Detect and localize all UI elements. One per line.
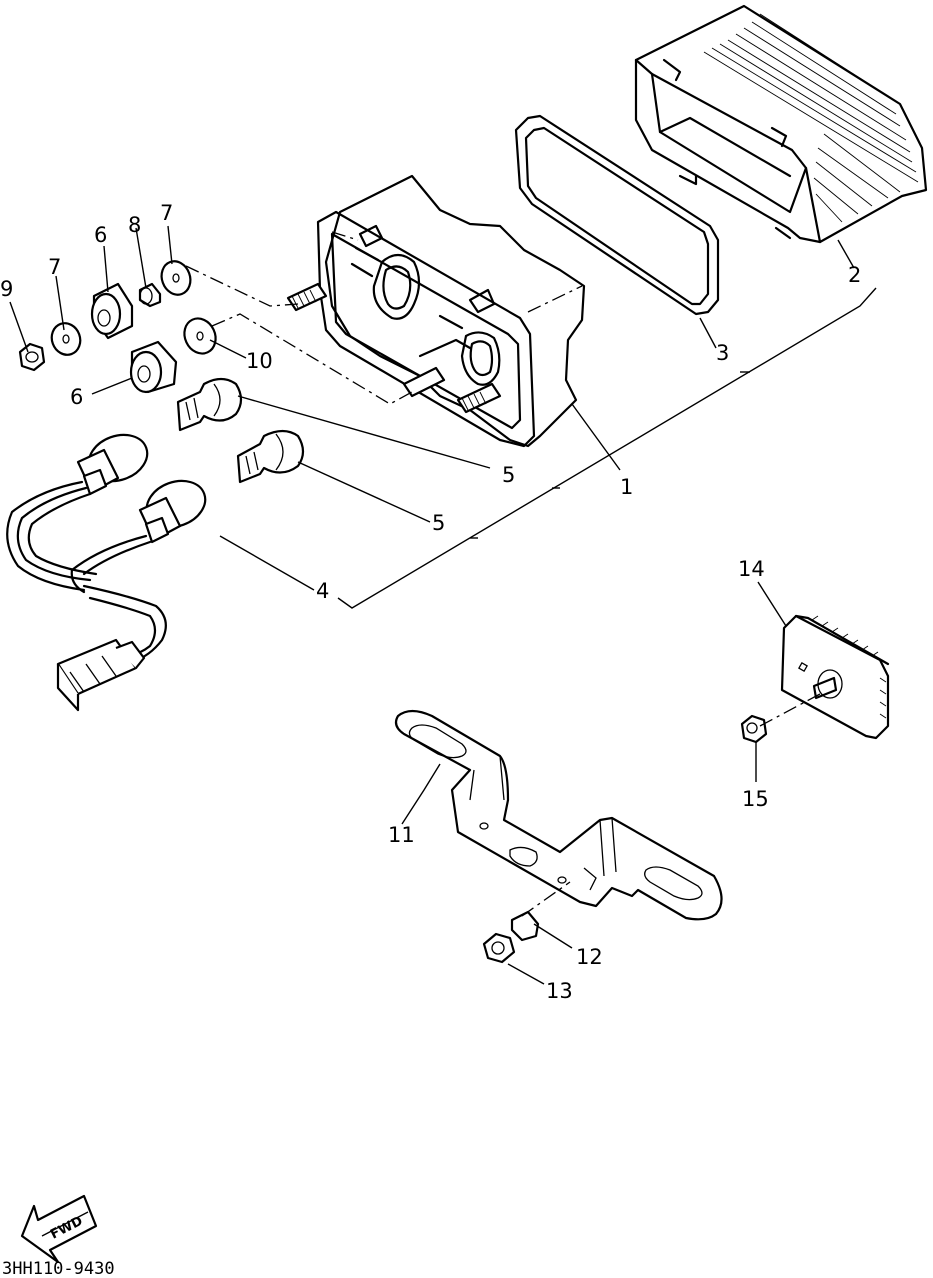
callout-8: 8 bbox=[128, 213, 141, 237]
socket-harness-part-4 bbox=[6, 433, 207, 712]
callout-15: 15 bbox=[742, 787, 769, 811]
callout-12: 12 bbox=[576, 945, 603, 969]
collar-part-8 bbox=[138, 282, 162, 308]
license-bracket-part-11 bbox=[394, 709, 723, 921]
callout-1: 1 bbox=[620, 475, 633, 499]
washer-part-7a bbox=[50, 322, 82, 356]
bulb-part-5a bbox=[176, 377, 243, 432]
callout-5b: 5 bbox=[432, 511, 445, 535]
nut-part-15 bbox=[740, 714, 768, 744]
nut-part-9 bbox=[18, 342, 46, 372]
grommet-part-6a bbox=[90, 282, 134, 340]
callout-11: 11 bbox=[388, 823, 415, 847]
callout-2: 2 bbox=[848, 263, 861, 287]
callout-4: 4 bbox=[316, 579, 329, 603]
nut-part-13 bbox=[482, 932, 516, 964]
callout-3: 3 bbox=[716, 341, 729, 365]
assembly-lines bbox=[185, 231, 821, 917]
diagram-code: 3HH110-9430 bbox=[2, 1259, 115, 1278]
callout-9: 9 bbox=[0, 277, 13, 301]
tail-lens-part-2 bbox=[634, 4, 928, 244]
callout-labels: 1 2 3 4 5 5 6 6 7 7 8 9 10 11 12 13 14 1… bbox=[0, 201, 861, 1003]
washer-part-7b bbox=[160, 260, 192, 296]
gasket-part-3 bbox=[514, 114, 720, 316]
bulb-part-5b bbox=[236, 429, 305, 484]
forward-direction-arrow: FWD bbox=[20, 1194, 98, 1264]
callout-6a: 6 bbox=[94, 223, 107, 247]
reflector-part-14 bbox=[780, 614, 890, 740]
callout-13: 13 bbox=[546, 979, 573, 1003]
leader-lines bbox=[9, 225, 877, 985]
clip-nut-part-12 bbox=[510, 910, 540, 942]
callout-7b: 7 bbox=[160, 201, 173, 225]
tail-light-housing-part-1 bbox=[286, 174, 586, 448]
grommet-part-6b bbox=[129, 340, 178, 394]
washer-part-10 bbox=[183, 317, 217, 355]
callout-7a: 7 bbox=[48, 255, 61, 279]
callout-14: 14 bbox=[738, 557, 765, 581]
callout-6b: 6 bbox=[70, 385, 83, 409]
callout-10: 10 bbox=[246, 349, 273, 373]
callout-5a: 5 bbox=[502, 463, 515, 487]
